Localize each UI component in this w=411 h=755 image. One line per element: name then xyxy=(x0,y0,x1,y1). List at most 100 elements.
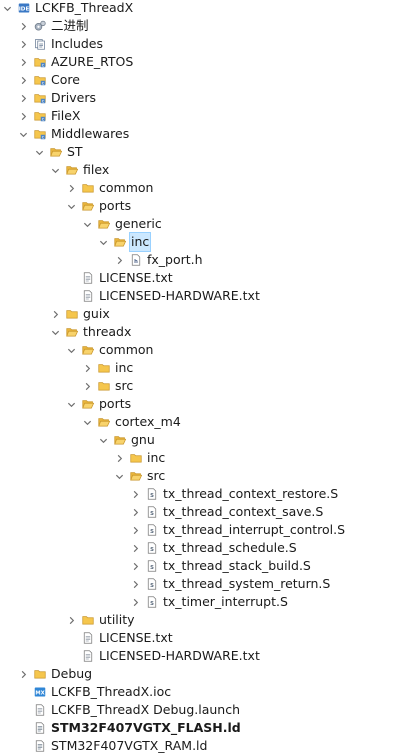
tree-item[interactable]: LICENSE.txt xyxy=(0,629,174,647)
chevron-right-icon[interactable] xyxy=(130,503,140,521)
tree-item-label: inc xyxy=(115,360,134,375)
chevron-right-icon[interactable] xyxy=(130,521,140,539)
tree-item[interactable]: src xyxy=(0,377,134,395)
binaries-icon xyxy=(34,20,46,32)
chevron-spacer xyxy=(66,647,76,665)
tree-item[interactable]: STM32F407VGTX_FLASH.ld xyxy=(0,719,242,737)
chevron-down-icon[interactable] xyxy=(114,467,124,485)
tree-item-label: generic xyxy=(115,216,162,231)
tree-item-label: src xyxy=(147,468,166,483)
tree-item[interactable]: 二进制 xyxy=(0,17,90,35)
tree-item[interactable]: common xyxy=(0,341,154,359)
tree-item[interactable]: generic xyxy=(0,215,163,233)
tree-item[interactable]: Debug xyxy=(0,665,93,683)
chevron-right-icon[interactable] xyxy=(114,251,124,269)
chevron-right-icon[interactable] xyxy=(66,179,76,197)
svg-text:S: S xyxy=(150,493,154,499)
chevron-down-icon[interactable] xyxy=(18,125,28,143)
chevron-down-icon[interactable] xyxy=(50,323,60,341)
launch-file-icon xyxy=(34,704,46,716)
chevron-down-icon[interactable] xyxy=(82,215,92,233)
tree-item[interactable]: ports xyxy=(0,197,132,215)
text-file-icon xyxy=(82,290,94,302)
chevron-spacer xyxy=(18,719,28,737)
chevron-down-icon[interactable] xyxy=(66,341,76,359)
tree-item[interactable]: ST xyxy=(0,143,84,161)
chevron-right-icon[interactable] xyxy=(18,665,28,683)
chevron-right-icon[interactable] xyxy=(18,71,28,89)
tree-item[interactable]: ports xyxy=(0,395,132,413)
tree-item[interactable]: inc xyxy=(0,359,134,377)
tree-item-label: threadx xyxy=(83,324,132,339)
chevron-right-icon[interactable] xyxy=(18,17,28,35)
ld-file-icon xyxy=(34,722,46,734)
tree-item[interactable]: utility xyxy=(0,611,136,629)
tree-item[interactable]: LICENSED-HARDWARE.txt xyxy=(0,647,261,665)
chevron-down-icon[interactable] xyxy=(82,413,92,431)
chevron-spacer xyxy=(18,683,28,701)
tree-item[interactable]: LICENSE.txt xyxy=(0,269,174,287)
folder-open-icon xyxy=(82,344,94,356)
chevron-right-icon[interactable] xyxy=(114,449,124,467)
includes-icon xyxy=(34,38,46,50)
tree-item[interactable]: LCKFB_ThreadX Debug.launch xyxy=(0,701,241,719)
tree-item-label: src xyxy=(115,378,134,393)
chevron-right-icon[interactable] xyxy=(130,485,140,503)
svg-text:c: c xyxy=(42,136,45,141)
chevron-right-icon[interactable] xyxy=(18,107,28,125)
tree-item[interactable]: cortex_m4 xyxy=(0,413,182,431)
tree-item[interactable]: threadx xyxy=(0,323,132,341)
chevron-right-icon[interactable] xyxy=(18,89,28,107)
tree-item-label: tx_thread_stack_build.S xyxy=(163,558,311,573)
chevron-right-icon[interactable] xyxy=(130,557,140,575)
folder-open-icon xyxy=(98,416,110,428)
tree-item[interactable]: STM32F407VGTX_RAM.ld xyxy=(0,737,208,755)
tree-item[interactable]: LICENSED-HARDWARE.txt xyxy=(0,287,261,305)
asm-file-icon: S xyxy=(146,560,158,572)
chevron-down-icon[interactable] xyxy=(66,197,76,215)
chevron-right-icon[interactable] xyxy=(18,53,28,71)
tree-item[interactable]: inc xyxy=(0,449,166,467)
tree-item[interactable]: src xyxy=(0,467,166,485)
chevron-down-icon[interactable] xyxy=(98,431,108,449)
tree-item[interactable]: Includes xyxy=(0,35,104,53)
chevron-down-icon[interactable] xyxy=(2,0,12,17)
chevron-down-icon[interactable] xyxy=(50,161,60,179)
chevron-down-icon[interactable] xyxy=(98,233,108,251)
tree-item[interactable]: common xyxy=(0,179,154,197)
tree-item-label: LICENSED-HARDWARE.txt xyxy=(99,288,260,303)
chevron-right-icon[interactable] xyxy=(18,35,28,53)
chevron-right-icon[interactable] xyxy=(82,359,92,377)
tree-item[interactable]: filex xyxy=(0,161,110,179)
tree-item[interactable]: inc xyxy=(0,232,152,252)
chevron-right-icon[interactable] xyxy=(66,611,76,629)
folder-icon xyxy=(66,308,78,320)
chevron-down-icon[interactable] xyxy=(66,395,76,413)
asm-file-icon: S xyxy=(146,578,158,590)
chevron-right-icon[interactable] xyxy=(130,539,140,557)
tree-item-label: Debug xyxy=(51,666,93,681)
chevron-right-icon[interactable] xyxy=(130,593,140,611)
chevron-right-icon[interactable] xyxy=(82,377,92,395)
folder-icon xyxy=(98,362,110,374)
tree-item[interactable]: gnu xyxy=(0,431,156,449)
tree-item[interactable]: guix xyxy=(0,305,111,323)
chevron-right-icon[interactable] xyxy=(50,305,60,323)
chevron-down-icon[interactable] xyxy=(34,143,44,161)
chevron-right-icon[interactable] xyxy=(130,575,140,593)
